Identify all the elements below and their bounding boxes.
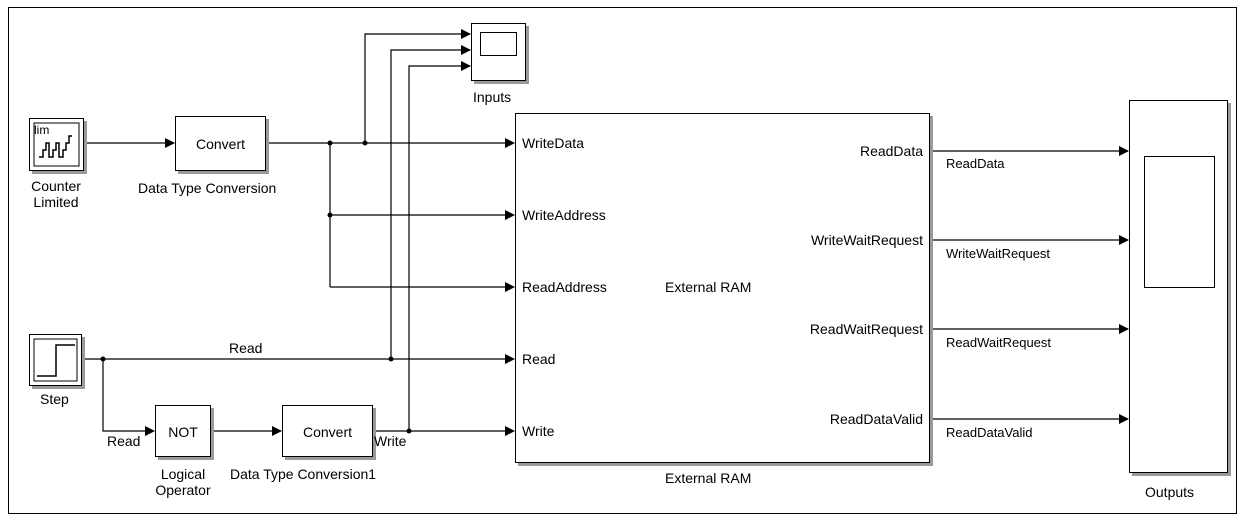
step-block[interactable] (29, 334, 82, 386)
wire-data-to-inputs (364, 29, 471, 143)
signal-label-read: Read (107, 433, 141, 449)
diagram-frame (8, 7, 1237, 514)
branch-dot (388, 356, 394, 362)
ram-port-writewaitrequest: WriteWaitRequest (810, 232, 923, 248)
counter-block-name: Counter Limited (16, 178, 96, 210)
outputs-scope-name: Outputs (1145, 484, 1195, 500)
counter-icon-text: lim (34, 123, 50, 137)
data-type-conversion1-block[interactable]: Convert (282, 405, 373, 457)
data-type-conversion1-name: Data Type Conversion1 (230, 466, 377, 482)
wire-step-to-not (102, 359, 155, 436)
outputs-scope-screen (1144, 156, 1215, 288)
signal-label-readdatavalid: ReadDataValid (946, 425, 1033, 440)
step-block-name: Step (40, 391, 69, 407)
outputs-scope-block[interactable] (1129, 100, 1228, 473)
ram-port-write: Write (522, 423, 555, 439)
data-type-conversion-name: Data Type Conversion (138, 180, 277, 196)
branch-dot (100, 356, 106, 362)
data-type-conversion-block[interactable]: Convert (175, 116, 266, 171)
external-ram-name: External RAM (665, 470, 752, 486)
branch-dot (327, 140, 333, 146)
branch-dot (362, 140, 368, 146)
ram-port-read: Read (522, 351, 556, 367)
branch-dot (406, 428, 412, 434)
ram-port-readdatavalid: ReadDataValid (829, 411, 923, 427)
signal-label-readdata: ReadData (946, 156, 1005, 171)
ram-port-readaddress: ReadAddress (522, 279, 607, 295)
external-ram-block[interactable]: WriteData WriteAddress ReadAddress Read … (515, 113, 930, 463)
ram-center-label: External RAM (665, 279, 752, 295)
counter-name-line2: Limited (33, 194, 79, 210)
inputs-scope-screen (480, 32, 517, 56)
counter-limited-block[interactable]: lim (29, 118, 84, 171)
inputs-scope-block[interactable] (471, 23, 526, 81)
signal-label-readwaitrequest: ReadWaitRequest (946, 335, 1052, 350)
branch-dot (327, 212, 333, 218)
logical-operator-name: Logical Operator (133, 466, 233, 498)
counter-name-line1: Counter (31, 178, 81, 194)
wire-write-to-inputs (408, 61, 471, 431)
logical-operator-block[interactable]: NOT (155, 405, 211, 457)
step-function-icon (33, 338, 78, 382)
logical-operator-name-line1: Logical (160, 466, 206, 482)
inputs-scope-name: Inputs (473, 89, 512, 105)
not-label: NOT (168, 424, 198, 440)
wire-read-to-inputs (390, 45, 471, 359)
signal-label-write: Write (374, 433, 407, 449)
convert-label: Convert (195, 136, 246, 152)
convert1-label: Convert (302, 424, 353, 440)
signal-label-writewaitrequest: WriteWaitRequest (946, 246, 1051, 261)
ram-port-readwaitrequest: ReadWaitRequest (809, 321, 923, 337)
ram-port-readdata: ReadData (859, 143, 923, 159)
ram-port-writedata: WriteData (522, 135, 584, 151)
counter-staircase-icon (33, 122, 80, 167)
logical-operator-name-line2: Operator (155, 482, 211, 498)
ram-port-writeaddress: WriteAddress (522, 207, 606, 223)
signal-label-read: Read (229, 340, 263, 356)
